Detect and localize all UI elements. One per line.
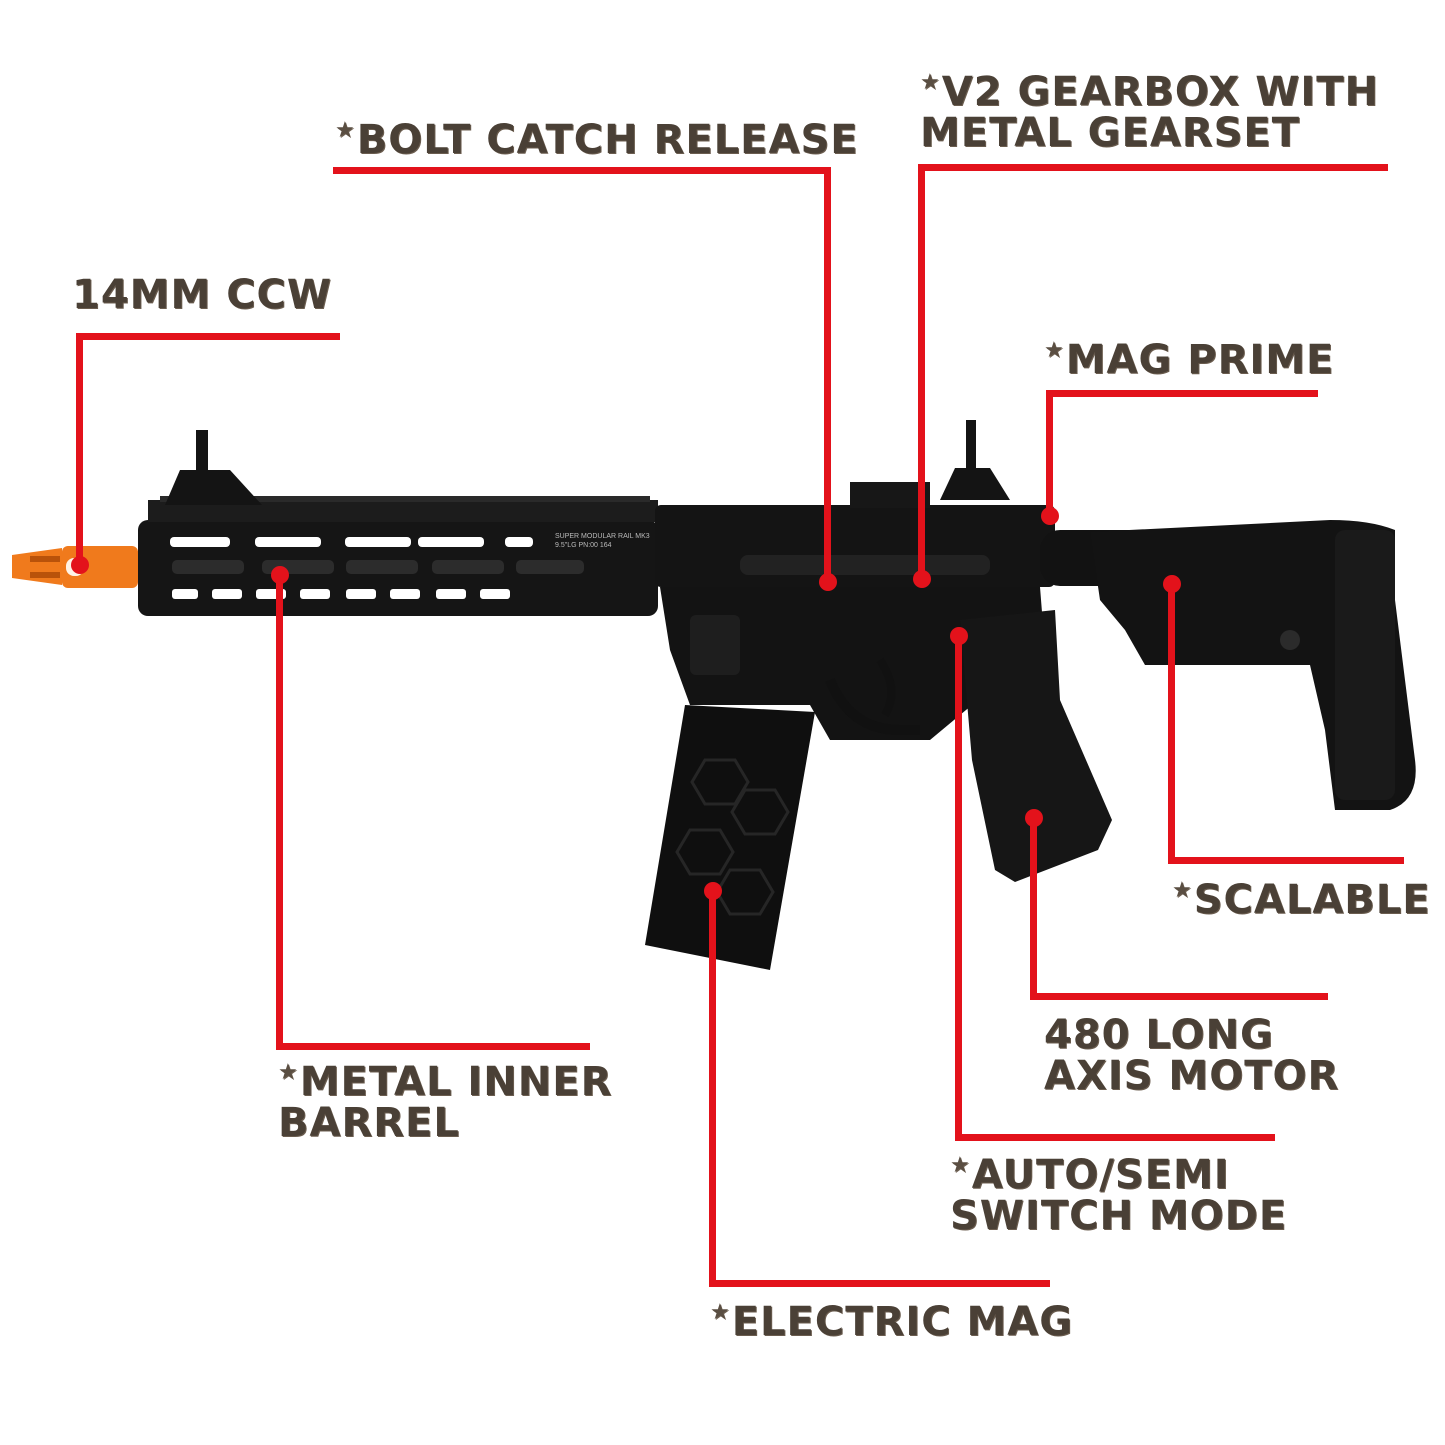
label-480-motor: 480 LONG AXIS MOTOR xyxy=(1044,1015,1339,1097)
star-icon: ★ xyxy=(335,118,356,143)
label-barrel-line1: METAL INNER xyxy=(299,1059,613,1105)
label-bolt-catch-release: ★BOLT CATCH RELEASE xyxy=(335,117,859,163)
label-v2-gearbox: ★V2 GEARBOX WITH METAL GEARSET xyxy=(920,69,1379,156)
label-barrel-line2: BARREL xyxy=(278,1099,460,1146)
trigger-guard xyxy=(825,657,920,735)
star-icon: ★ xyxy=(710,1300,731,1325)
label-14mm-ccw-line1: 14MM CCW xyxy=(72,272,333,318)
label-mag-prime: ★MAG PRIME xyxy=(1044,337,1335,383)
dot-mag-prime xyxy=(1041,507,1059,525)
star-icon: ★ xyxy=(1172,878,1193,903)
dot-motor xyxy=(1025,809,1043,827)
label-gearbox-line1: V2 GEARBOX WITH xyxy=(941,69,1379,115)
upper-receiver xyxy=(655,482,1055,587)
dot-ccw xyxy=(71,556,89,574)
lower-receiver xyxy=(660,587,1045,740)
label-mag-prime-line1: MAG PRIME xyxy=(1065,337,1335,383)
label-switch-line2: SWITCH MODE xyxy=(950,1192,1288,1239)
dot-electric-mag xyxy=(704,882,722,900)
label-switch-line1: AUTO/SEMI xyxy=(971,1152,1230,1198)
front-sight xyxy=(165,430,262,505)
label-gearbox-line2: METAL GEARSET xyxy=(920,109,1301,156)
rear-sight xyxy=(940,420,1010,500)
rail-marking-line2: 9.5"LG PN:00 164 xyxy=(555,542,612,549)
handguard: SUPER MODULAR RAIL MK3 9.5"LG PN:00 164 xyxy=(138,496,658,616)
label-electric-mag: ★ELECTRIC MAG xyxy=(710,1299,1074,1345)
dot-gearbox xyxy=(913,570,931,588)
dot-barrel xyxy=(271,566,289,584)
dot-scalable xyxy=(1163,575,1181,593)
label-auto-semi-switch: ★AUTO/SEMI SWITCH MODE xyxy=(950,1152,1288,1239)
label-electric-mag-line1: ELECTRIC MAG xyxy=(731,1299,1074,1345)
label-14mm-ccw: 14MM CCW xyxy=(72,275,332,316)
label-metal-inner-barrel: ★METAL INNER BARREL xyxy=(278,1059,613,1146)
rail-marking-line1: SUPER MODULAR RAIL MK3 xyxy=(555,533,650,540)
star-icon: ★ xyxy=(950,1153,971,1178)
label-motor-line1: 480 LONG xyxy=(1044,1012,1274,1058)
label-scalable: ★SCALABLE xyxy=(1172,877,1431,923)
label-motor-line2: AXIS MOTOR xyxy=(1044,1052,1340,1099)
pistol-grip xyxy=(960,610,1112,882)
star-icon: ★ xyxy=(1044,338,1065,363)
dot-bolt xyxy=(819,573,837,591)
label-bolt-line1: BOLT CATCH RELEASE xyxy=(356,117,859,163)
dot-switch xyxy=(950,627,968,645)
stock-brace xyxy=(1040,520,1416,810)
magazine xyxy=(645,705,815,970)
star-icon: ★ xyxy=(920,70,941,95)
label-scalable-line1: SCALABLE xyxy=(1193,877,1431,923)
star-icon: ★ xyxy=(278,1060,299,1085)
